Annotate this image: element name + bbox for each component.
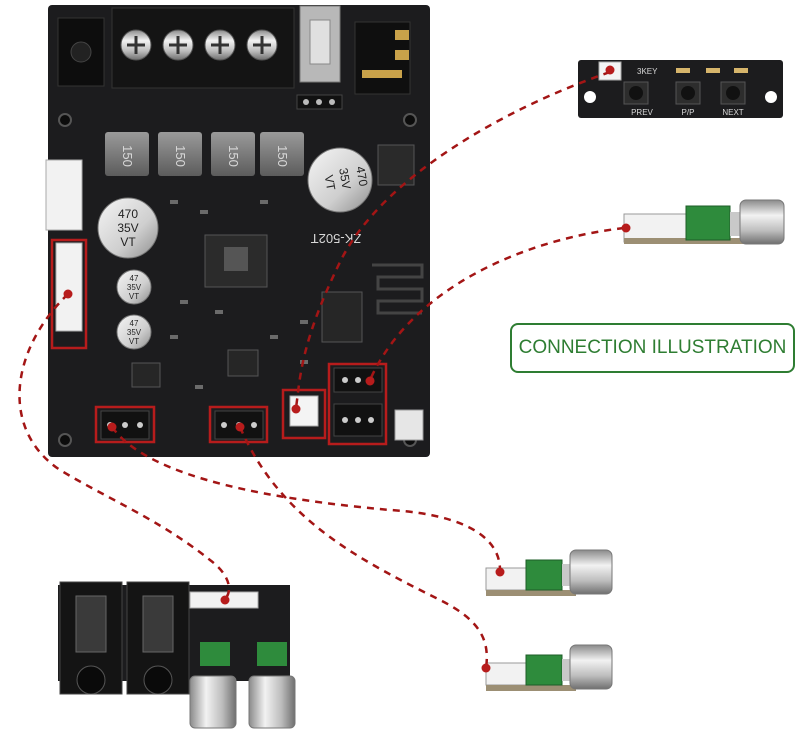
tone-knob-1	[189, 675, 237, 729]
wire-key-board	[294, 70, 611, 409]
dc-power-jack	[57, 17, 105, 87]
connection-dots	[63, 65, 631, 673]
capacitor-voltage: 35V	[127, 283, 142, 292]
speaker-terminal-block	[111, 7, 295, 89]
capacitor-voltage: 35V	[117, 221, 138, 235]
wire-pot-1	[368, 226, 625, 381]
aux-jack	[354, 21, 411, 95]
pcb-antenna	[372, 263, 424, 315]
audio-jack-left	[59, 581, 123, 695]
tone-pot-green-2	[257, 642, 287, 666]
top-pin-header	[296, 94, 343, 110]
pin-header-1	[94, 405, 156, 444]
tone-knob-2	[248, 675, 296, 729]
key-label-prev: PREV	[631, 108, 653, 117]
key-board-header-label: 3KEY	[637, 67, 658, 76]
main-amplifier-board: 150 150 150 150 470 35V VT 470 35V VT 47…	[45, 5, 430, 457]
capacitor-voltage: 35V	[127, 328, 142, 337]
capacitor-small-1: 47 35V VT	[116, 269, 152, 305]
key-button-prev	[623, 81, 649, 105]
potentiometer-module-3	[485, 644, 613, 691]
connection-illustration-label: CONNECTION ILLUSTRATION	[510, 323, 795, 373]
inductor-label: 150	[120, 145, 135, 167]
connector-key-header	[50, 238, 88, 350]
capacitor-voltage: 35V	[336, 167, 353, 190]
white-connector-top	[45, 159, 83, 231]
capacitor-small-2: 47 35V VT	[116, 314, 152, 350]
bluetooth-ic	[321, 291, 363, 343]
amplifier-ic	[204, 234, 268, 288]
inductor-label: 150	[173, 145, 188, 167]
usb-port	[299, 5, 341, 83]
key-button-play-pause	[675, 81, 701, 105]
capacitor-value: 470	[353, 165, 370, 187]
three-key-board: 3KEY PREV P/P NEXT	[578, 60, 783, 118]
potentiometer-module-1	[623, 199, 785, 245]
key-button-next	[720, 81, 746, 105]
capacitor-series: VT	[129, 292, 139, 301]
op-amp-chip	[227, 349, 259, 377]
connection-wires	[18, 70, 625, 669]
inductor-label: 150	[275, 145, 290, 167]
wire-tone-board	[18, 293, 231, 599]
key-label-next: NEXT	[722, 108, 743, 117]
jack-tone-board	[58, 581, 296, 729]
regulator-chip	[377, 144, 415, 186]
capacitor-series: VT	[322, 174, 339, 192]
capacitor-large-left: 470 35V VT	[97, 197, 159, 259]
capacitor-value: 47	[130, 274, 139, 283]
board-model-label: ZK-502T	[311, 231, 362, 246]
inductor-row: 150 150 150 150	[105, 132, 304, 176]
key-label-play-pause: P/P	[682, 108, 695, 117]
tone-pot-green-1	[200, 642, 230, 666]
potentiometer-module-2	[485, 549, 613, 596]
capacitor-series: VT	[120, 235, 136, 249]
pin-header-4	[327, 362, 388, 446]
capacitor-series: VT	[129, 337, 139, 346]
white-small-connector	[394, 409, 424, 441]
audio-jack-right	[126, 581, 190, 695]
capacitor-value: 470	[118, 207, 138, 221]
wire-pot-3	[238, 426, 489, 669]
capacitor-value: 47	[130, 319, 139, 328]
inductor-label: 150	[226, 145, 241, 167]
capacitor-large-right: 470 35V VT	[307, 147, 373, 213]
op-amp-chip	[131, 362, 161, 388]
